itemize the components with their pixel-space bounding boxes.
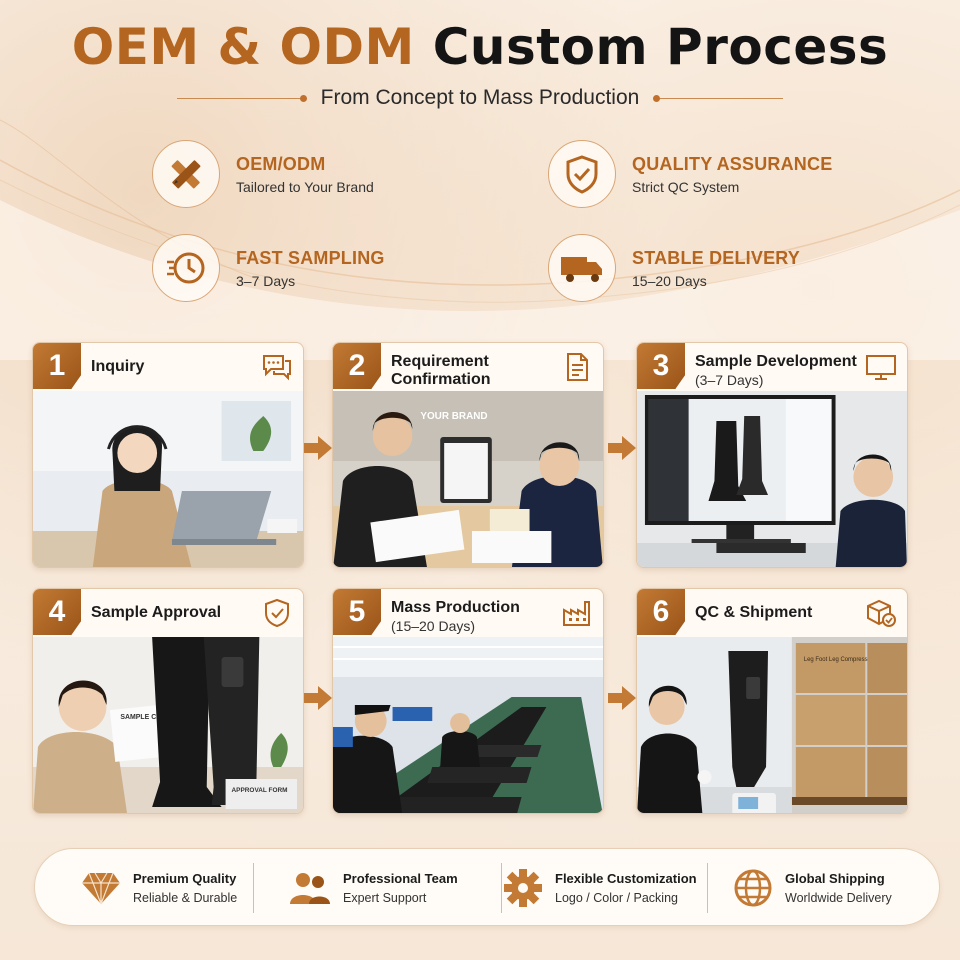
step-number: 5: [333, 589, 381, 635]
feature-title: STABLE DELIVERY: [632, 247, 801, 268]
benefit-subtitle: Worldwide Delivery: [785, 891, 892, 905]
gear-icon: [504, 869, 542, 907]
photo-approval-form-text: APPROVAL FORM: [232, 787, 288, 794]
step-number: 3: [637, 343, 685, 389]
step-photo-mass-production: [333, 637, 603, 813]
subtitle-divider-left: [176, 94, 307, 102]
benefit-subtitle: Expert Support: [343, 891, 427, 905]
benefit-title: Global Shipping: [785, 871, 885, 886]
title-main: Custom Process: [432, 18, 889, 76]
benefit-divider: [707, 863, 708, 913]
step-photo-qc-shipment: Leg Foot Leg Compression Massager: [637, 637, 907, 813]
step-header: 2 Requirement Confirmation: [333, 343, 603, 391]
step-photo-sample-approval: SAMPLE CARD APPROVAL FORM: [33, 637, 303, 813]
page-subtitle: From Concept to Mass Production: [320, 86, 640, 109]
subtitle-divider-right: [653, 94, 784, 102]
benefit-subtitle: Reliable & Durable: [133, 891, 238, 905]
step-card-mass-production: 5 Mass Production (15–20 Days): [332, 588, 604, 814]
step-card-inquiry: 1 Inquiry: [32, 342, 304, 568]
box-check-icon: [867, 599, 896, 627]
benefit-title: Professional Team: [343, 871, 458, 886]
step-photo-requirement: YOUR BRAND: [333, 391, 603, 567]
step-number: 1: [33, 343, 81, 389]
feature-title: QUALITY ASSURANCE: [632, 153, 833, 174]
step-header: 3 Sample Development (3–7 Days): [637, 343, 907, 391]
feature-oem-odm: OEM/ODM Tailored to Your Brand: [152, 140, 374, 208]
benefit-global-shipping: Global Shipping Worldwide Delivery: [733, 849, 892, 927]
photo-sample-card-text: SAMPLE CARD: [120, 714, 171, 721]
photo-brand-wall-text: YOUR BRAND: [420, 411, 487, 422]
step-header: 4 Sample Approval: [33, 589, 303, 637]
step-header: 6 QC & Shipment: [637, 589, 907, 637]
step-title: Requirement Confirmation: [391, 353, 491, 389]
step-card-requirement-confirmation: 2 Requirement Confirmation YOUR BRAND: [332, 342, 604, 568]
feature-quality-assurance: QUALITY ASSURANCE Strict QC System: [548, 140, 832, 208]
benefit-professional-team: Professional Team Expert Support: [289, 849, 458, 927]
step-header: 1 Inquiry: [33, 343, 303, 391]
step-photo-inquiry: [33, 391, 303, 567]
benefit-subtitle: Logo / Color / Packing: [555, 891, 678, 905]
feature-title: FAST SAMPLING: [236, 247, 385, 268]
step-title-text: Mass Production: [391, 599, 520, 616]
factory-icon: [563, 601, 590, 626]
step-number: 6: [637, 589, 685, 635]
team-icon: [290, 873, 330, 904]
page-title: OEM & ODM Custom Process: [0, 18, 960, 76]
step-title-text: Sample Development: [695, 353, 857, 370]
flow-arrow-5-6: [608, 686, 636, 710]
title-accent: OEM & ODM: [71, 18, 415, 76]
step-header: 5 Mass Production (15–20 Days): [333, 589, 603, 637]
feature-subtitle: Strict QC System: [632, 178, 740, 195]
feature-title: OEM/ODM: [236, 153, 326, 174]
step-card-sample-approval: 4 Sample Approval SAMPLE CARD APPROVAL F…: [32, 588, 304, 814]
document-icon: [567, 353, 588, 381]
feature-subtitle: 3–7 Days: [236, 272, 296, 289]
step-title: QC & Shipment: [695, 604, 812, 622]
step-number: 4: [33, 589, 81, 635]
pencil-ruler-icon: [152, 140, 220, 208]
feature-subtitle: 15–20 Days: [632, 272, 707, 289]
shield-check-icon: [548, 140, 616, 208]
truck-icon: [548, 234, 616, 302]
subtitle-row: From Concept to Mass Production: [0, 86, 960, 110]
step-title-text-line2: Confirmation: [391, 371, 491, 388]
flow-arrow-4-5: [304, 686, 332, 710]
step-photo-sample-development: [637, 391, 907, 567]
monitor-icon: [866, 355, 896, 380]
step-duration: (15–20 Days): [391, 618, 476, 634]
benefit-title: Premium Quality: [133, 871, 237, 886]
step-title: Mass Production (15–20 Days): [391, 599, 520, 635]
chat-bubbles-icon: [263, 355, 291, 381]
step-title-text: QC & Shipment: [695, 604, 813, 621]
fast-clock-icon: [152, 234, 220, 302]
flow-arrow-1-2: [304, 436, 332, 460]
feature-fast-sampling: FAST SAMPLING 3–7 Days: [152, 234, 385, 302]
feature-stable-delivery: STABLE DELIVERY 15–20 Days: [548, 234, 800, 302]
benefit-flexible-customization: Flexible Customization Logo / Color / Pa…: [503, 849, 697, 927]
step-title: Sample Development (3–7 Days): [695, 353, 857, 389]
step-title: Sample Approval: [91, 604, 221, 622]
photo-box-label-text: Leg Foot Leg Compression Massager: [804, 657, 904, 663]
step-title-text: Requirement: [391, 353, 489, 370]
globe-icon: [734, 869, 772, 907]
benefit-divider: [253, 863, 254, 913]
step-title-text: Inquiry: [91, 358, 145, 375]
benefit-title: Flexible Customization: [555, 871, 697, 886]
flow-arrow-2-3: [608, 436, 636, 460]
step-title-text: Sample Approval: [91, 604, 222, 621]
step-title: Inquiry: [91, 358, 144, 376]
step-card-sample-development: 3 Sample Development (3–7 Days): [636, 342, 908, 568]
benefit-divider: [501, 863, 502, 913]
diamond-icon: [82, 872, 120, 905]
step-duration: (3–7 Days): [695, 372, 764, 388]
step-number: 2: [333, 343, 381, 389]
benefit-premium-quality: Premium Quality Reliable & Durable: [81, 849, 237, 927]
benefits-bar: Premium Quality Reliable & Durable Profe…: [34, 848, 940, 926]
shield-check-icon: [265, 598, 289, 628]
feature-subtitle: Tailored to Your Brand: [236, 178, 374, 195]
step-card-qc-shipment: 6 QC & Shipment Leg Foot Leg Compression…: [636, 588, 908, 814]
